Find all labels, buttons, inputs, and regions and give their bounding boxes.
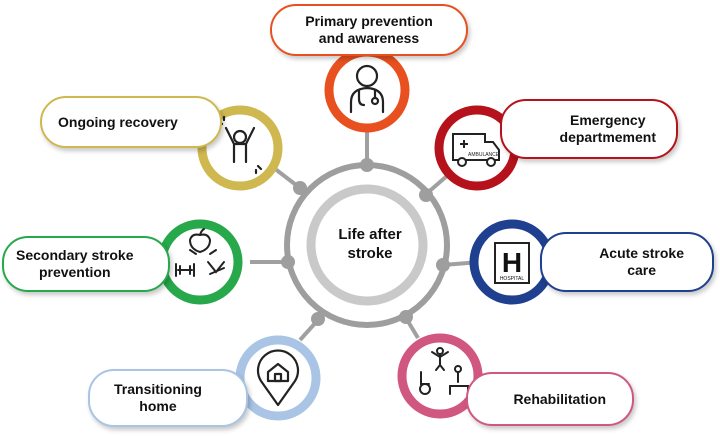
stage-label-text: Ongoing recovery — [58, 113, 178, 130]
hub-dot — [399, 310, 413, 324]
stage-label-text: Secondary stroke prevention — [16, 247, 134, 280]
hub-inner-ring — [306, 184, 428, 306]
center-title: Life after stroke — [338, 226, 402, 262]
stage-label-transitioning-home: Transitioning home — [88, 369, 248, 427]
doctor-icon — [349, 64, 385, 114]
stage-label-emergency-department: Emergency departmement — [500, 99, 678, 159]
hub-dot — [311, 312, 325, 326]
stage-label-text: Acute stroke care — [599, 245, 684, 278]
stage-circle-secondary-stroke-prevention — [157, 219, 243, 305]
stage-label-text: Primary prevention and awareness — [305, 13, 433, 46]
stage-circle-primary-prevention — [324, 47, 410, 133]
hospital-letter: H — [502, 247, 522, 278]
stage-label-text: Rehabilitation — [513, 390, 606, 407]
hub-dot — [360, 158, 374, 172]
stage-label-ongoing-recovery: Ongoing recovery — [40, 96, 222, 148]
stage-label-text: Emergency departmement — [559, 112, 656, 145]
stage-label-text: Transitioning home — [114, 381, 202, 414]
hub-dot — [436, 258, 450, 272]
stage-label-rehabilitation: Rehabilitation — [466, 372, 634, 426]
home-location-icon — [256, 349, 300, 407]
stage-label-acute-stroke-care: Acute stroke care — [540, 232, 714, 292]
hospital-icon: H HOSPITAL — [494, 242, 530, 284]
ambulance-icon: AMBULANCE — [452, 133, 500, 167]
healthy-lifestyle-icon — [175, 228, 225, 277]
stage-circle-transitioning-home — [235, 335, 321, 421]
hospital-label: HOSPITAL — [500, 276, 525, 282]
hub-dot — [419, 188, 433, 202]
hub — [281, 158, 450, 328]
ambulance-label: AMBULANCE — [468, 152, 500, 158]
hub-dot — [281, 255, 295, 269]
stage-circle-acute-stroke-care: H HOSPITAL — [469, 219, 555, 305]
stage-label-primary-prevention: Primary prevention and awareness — [270, 4, 468, 56]
hub-dot — [293, 181, 307, 195]
stage-label-secondary-stroke-prevention: Secondary stroke prevention — [2, 236, 170, 292]
